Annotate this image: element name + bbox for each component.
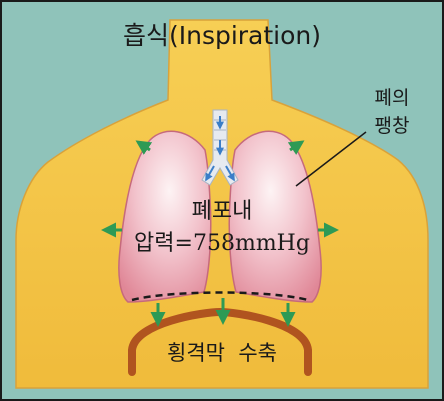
diaphragm-label: 횡격막 수축 (167, 341, 277, 365)
lung-expansion-label-line1: 폐의 (375, 87, 410, 109)
alveolar-label-line1: 폐포내 (192, 199, 253, 224)
diagram-title: 흡식(Inspiration) (123, 21, 321, 50)
lung-expansion-label-line2: 팽창 (375, 115, 410, 137)
alveolar-pressure-label: 압력=758mmHg (134, 231, 310, 256)
